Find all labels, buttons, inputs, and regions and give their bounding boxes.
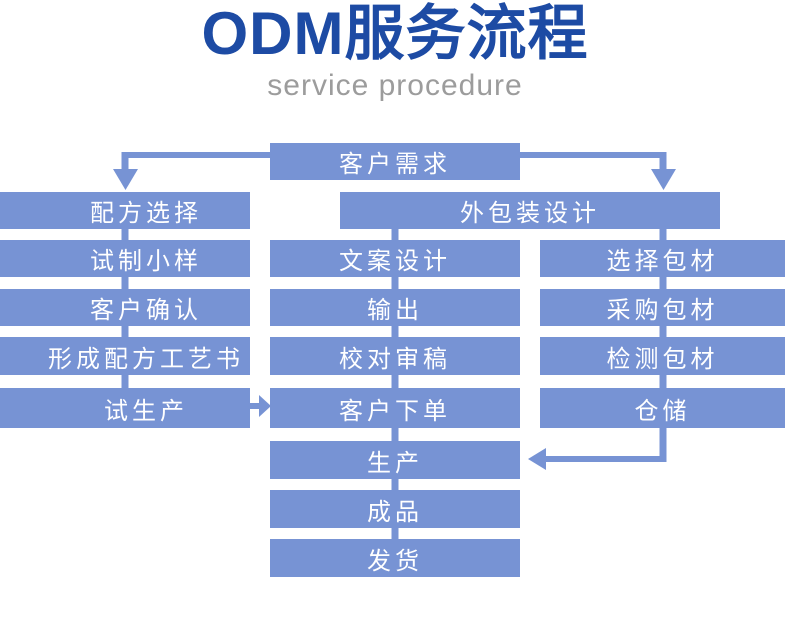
flow-node-output: 输出 [270,289,520,326]
arrow-demand-to-packaging-design [520,152,676,190]
flow-node-customer-demand: 客户需求 [270,143,520,180]
arrow-warehousing-to-production [528,428,667,470]
flow-node-proofreading: 校对审稿 [270,337,520,375]
flow-node-finished-product: 成品 [270,490,520,528]
flow-node-warehousing: 仓储 [540,388,785,428]
flow-node-trial-production: 试生产 [0,388,250,428]
page-header: ODM服务流程 service procedure [0,0,790,103]
flow-node-formula-document: 形成配方工艺书 [0,337,250,375]
flow-node-formula-selection: 配方选择 [0,192,250,229]
arrow-trial-production-to-customer-order [250,395,271,417]
flow-node-customer-confirm: 客户确认 [0,289,250,326]
flow-node-shipping: 发货 [270,539,520,577]
page-subtitle: service procedure [267,69,523,102]
flow-node-customer-order: 客户下单 [270,388,520,428]
arrow-demand-to-formula [113,152,270,190]
page-title: ODM服务流程 [201,0,589,67]
flow-node-purchase-packaging: 采购包材 [540,289,785,326]
flow-node-packaging-design: 外包装设计 [340,192,720,229]
flow-node-copy-design: 文案设计 [270,240,520,277]
flow-node-trial-sample: 试制小样 [0,240,250,277]
flow-node-production: 生产 [270,441,520,479]
flow-node-test-packaging: 检测包材 [540,337,785,375]
flow-node-select-packaging: 选择包材 [540,240,785,277]
